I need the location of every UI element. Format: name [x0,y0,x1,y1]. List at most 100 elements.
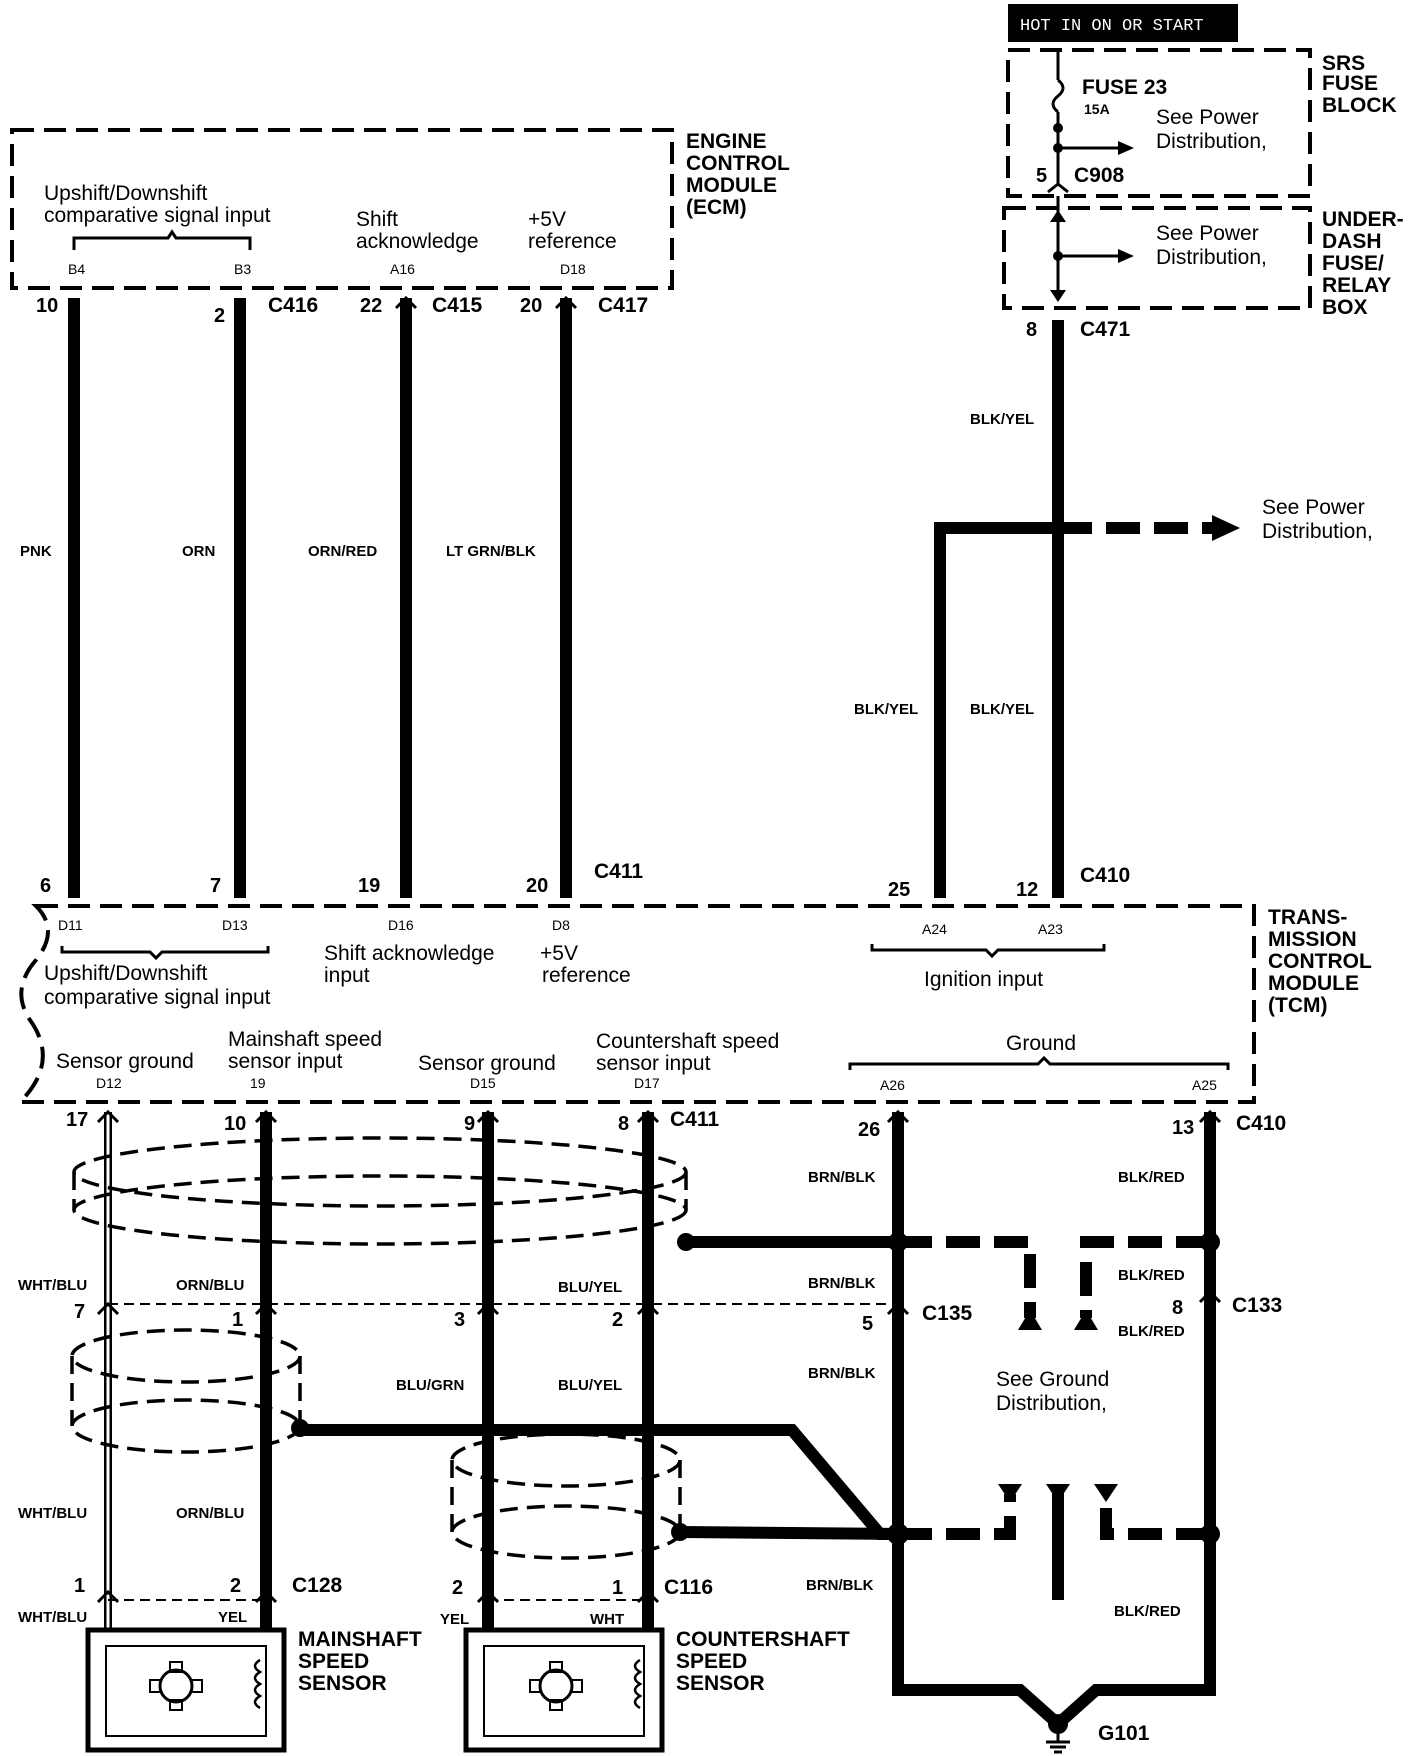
tcm-signal-bracket [60,946,270,961]
arrow-up-icon [1018,1310,1042,1330]
ecm-shift-label-line2: acknowledge [356,230,479,253]
wire-color-blu-yel-2: BLU/YEL [558,1377,622,1394]
wire-color-blk-red-4: BLK/RED [1114,1603,1181,1620]
tcm-pin-20: 20 [526,875,548,897]
tcm-terminal-a25: A25 [1192,1077,1217,1093]
connector-icon [96,1301,120,1316]
mid-pin-7: 7 [74,1301,85,1323]
mainshaft-sensor-inner [105,1645,267,1737]
connector-icon [476,1109,500,1124]
tcm-line4: MODULE [1268,972,1359,995]
ecm-terminal-b3: B3 [234,261,251,277]
shield-drain-wire-counter [679,1526,899,1540]
sensor-tooth [191,1679,203,1693]
fuse-connector: C908 [1074,164,1125,187]
arrow-down-icon [1094,1484,1118,1502]
tcm-terminal-d13: D13 [222,917,248,933]
underdash-line5: BOX [1322,296,1368,319]
sensor-coil-icon [633,1658,643,1710]
countershaft-line2: SPEED [676,1650,747,1673]
ecm-terminal-a16: A16 [390,261,415,277]
wire-color-lt-grn-blk: LT GRN/BLK [446,543,536,560]
tcm-line5: (TCM) [1268,994,1327,1017]
sensor-tooth [549,1699,563,1711]
connector-c411-top: C411 [594,860,643,883]
wire-color-blk-red-3: BLK/RED [1118,1323,1185,1340]
connector-icon [554,295,578,310]
ecm-pin-20: 20 [520,295,542,317]
tcm-terminal-d8: D8 [552,917,570,933]
wire-color-wht-blu-3: WHT/BLU [18,1609,87,1626]
wire-color-brn-blk-1: BRN/BLK [808,1169,876,1186]
connector-icon [96,1109,120,1124]
tcm-countershaft-label-line2: sensor input [596,1052,711,1075]
countershaft-line1: COUNTERSHAFT [676,1628,850,1651]
mid-pin-3: 3 [454,1309,465,1331]
ecm-line4: (ECM) [686,196,747,219]
sensor-tooth [169,1661,183,1673]
sensor-tooth [549,1661,563,1673]
tcm-terminal-19: 19 [250,1075,266,1091]
wire-color-wht: WHT [590,1611,624,1628]
tcm-line3: CONTROL [1268,950,1372,973]
ecm-signal-bracket [72,229,252,250]
tcm-sensor-ground-1: Sensor ground [56,1050,194,1073]
mainshaft-line1: MAINSHAFT [298,1628,422,1651]
ecm-terminal-d18: D18 [560,261,586,277]
see-power-1-line1: See Power [1156,106,1259,129]
connector-c416: C416 [268,294,318,317]
wire-color-wht-blu-2: WHT/BLU [18,1505,87,1522]
sensor-pin-1b: 1 [612,1577,623,1599]
connector-c116: C116 [664,1576,713,1599]
ecm-line1: ENGINE [686,130,767,153]
connector-icon [394,295,418,310]
wire-color-brn-blk-3: BRN/BLK [808,1365,876,1382]
underdash-line1: UNDER- [1322,208,1404,231]
tcm-box [15,904,1256,1104]
tcm-terminal-d12: D12 [96,1075,122,1091]
ground-branch-lower [898,1494,1016,1540]
tcm-pin-12: 12 [1016,879,1038,901]
tcm-countershaft-label-line1: Countershaft speed [596,1030,779,1053]
underdash-fuse-box [1002,206,1312,310]
hot-label-box [1008,4,1238,42]
connector-c135: C135 [922,1302,973,1325]
shield-ring [72,1174,688,1246]
ecm-signal-label-line1: Upshift/Downshift [44,182,208,205]
wire-color-blk-yel-main: BLK/YEL [970,701,1034,718]
mid-pin-2: 2 [612,1309,623,1331]
tcm-terminal-a26: A26 [880,1077,905,1093]
fuse-23-symbol [1051,78,1065,114]
ground-branch-right [1080,1236,1210,1318]
arrow-right-icon [1212,515,1240,541]
mainshaft-line2: SPEED [298,1650,369,1673]
underdash-line3: FUSE/ [1322,252,1384,275]
tcm-pin-25: 25 [888,879,910,901]
connector-icon [1047,182,1069,194]
see-power-3-line1: See Power [1262,496,1365,519]
connector-c410-bottom: C410 [1236,1112,1286,1135]
wire-color-yel-2: YEL [440,1611,469,1628]
tcm-signal-label-line1: Upshift/Downshift [44,962,208,985]
ecm-ref-label-line2: reference [528,230,617,253]
fuse-name: FUSE 23 [1082,76,1167,99]
see-ground-line1: See Ground [996,1368,1109,1391]
see-power-2-line1: See Power [1156,222,1259,245]
tcm-terminal-d16: D16 [388,917,414,933]
connector-c411-bottom: C411 [670,1108,719,1131]
arrow-right-icon [1118,141,1134,155]
splice-dot [1200,1524,1220,1544]
connector-c415: C415 [432,294,483,317]
tcm-ignition-label: Ignition input [924,968,1043,991]
underdash-pin: 8 [1026,319,1037,341]
tcm-ground-label: Ground [1006,1032,1076,1055]
tcm-terminal-d17: D17 [634,1075,660,1091]
splice-dot [1053,123,1063,133]
sensor-tooth [571,1679,583,1693]
ecm-box [10,128,674,290]
tcm-pin-17: 17 [66,1109,88,1131]
tcm-pin-6: 6 [40,875,51,897]
connector-icon [254,1109,278,1124]
ecm-pin-10: 10 [36,295,58,317]
tcm-pin-13: 13 [1172,1117,1194,1139]
